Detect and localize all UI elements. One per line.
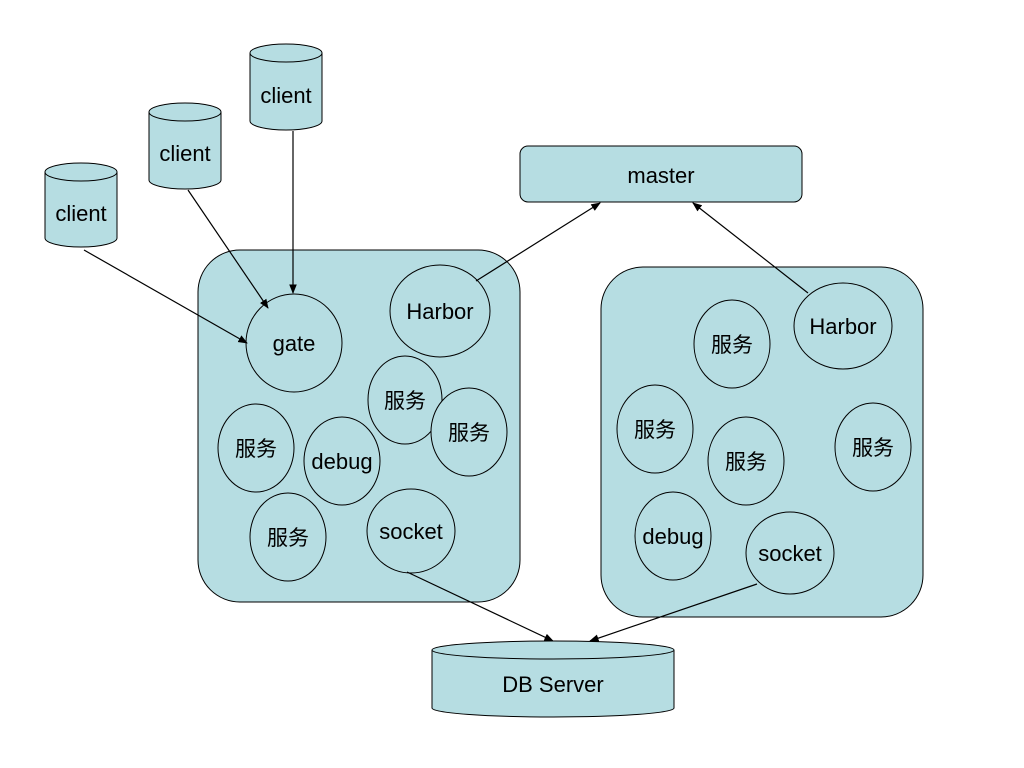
arrow-harbor2-to-master bbox=[692, 202, 809, 294]
node-2-socket: socket bbox=[745, 511, 835, 595]
socket-label: socket bbox=[758, 541, 822, 566]
node-2-service: 服务 bbox=[707, 416, 785, 506]
arrow-harbor1-to-master bbox=[475, 202, 601, 282]
node-1-service: 服务 bbox=[430, 387, 508, 477]
node-1-debug: debug bbox=[303, 416, 381, 506]
master-box: master bbox=[519, 145, 803, 203]
node-1-service: 服务 bbox=[249, 492, 327, 582]
socket-label: socket bbox=[379, 519, 443, 544]
service-label: 服务 bbox=[711, 333, 753, 357]
debug-label: debug bbox=[311, 449, 372, 474]
node-2-service: 服务 bbox=[616, 384, 694, 474]
arrow-client1-to-gate bbox=[83, 249, 248, 344]
debug-label: debug bbox=[642, 524, 703, 549]
client-cylinder-3: client bbox=[249, 43, 323, 131]
master-label: master bbox=[627, 163, 694, 188]
service-label: 服务 bbox=[384, 389, 426, 413]
node-2-service: 服务 bbox=[693, 299, 771, 389]
node-2-debug: debug bbox=[634, 491, 712, 581]
db-server-label: DB Server bbox=[502, 672, 603, 697]
service-label: 服务 bbox=[235, 437, 277, 461]
service-label: 服务 bbox=[448, 421, 490, 445]
client-label: client bbox=[159, 141, 210, 166]
service-label: 服务 bbox=[725, 450, 767, 474]
harbor-label: Harbor bbox=[809, 314, 876, 339]
node-1-gate: gate bbox=[245, 293, 343, 393]
service-label: 服务 bbox=[267, 526, 309, 550]
client-cylinder-2: client bbox=[148, 102, 222, 190]
node-1-harbor: Harbor bbox=[389, 264, 491, 358]
node-1-service: 服务 bbox=[217, 403, 295, 493]
client-cylinder-1: client bbox=[44, 162, 118, 248]
service-label: 服务 bbox=[634, 418, 676, 442]
harbor-label: Harbor bbox=[406, 299, 473, 324]
arrow-socket2-to-db bbox=[589, 583, 758, 642]
node-2-harbor: Harbor bbox=[793, 282, 893, 370]
client-label: client bbox=[260, 83, 311, 108]
service-label: 服务 bbox=[852, 436, 894, 460]
node-1-service: 服务 bbox=[367, 355, 443, 445]
node-2-service: 服务 bbox=[834, 402, 912, 492]
arrow-socket1-to-db bbox=[406, 571, 554, 642]
db-server-cylinder: DB Server bbox=[431, 640, 675, 718]
gate-label: gate bbox=[273, 331, 316, 356]
arrow-client2-to-gate bbox=[187, 189, 269, 309]
node-1-socket: socket bbox=[366, 488, 456, 574]
client-label: client bbox=[55, 201, 106, 226]
